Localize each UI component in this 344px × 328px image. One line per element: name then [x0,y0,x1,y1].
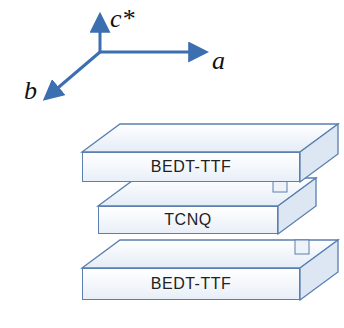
layer-name: BEDT-TTF [151,158,231,176]
layer-name: TCNQ [164,211,211,229]
slab-top-face [82,240,338,268]
axis-label: a [212,48,225,74]
layer-slab: BEDT-TTF [82,152,300,182]
axis-label: c* [110,6,135,32]
c-axis-arrow [99,16,102,52]
slab-top-face [82,124,338,152]
a-axis-arrow [100,51,205,54]
slab-depth [98,178,316,234]
spacer-block [295,240,309,254]
layer-name: BEDT-TTF [151,275,231,293]
slab-faces [82,124,338,300]
layer-slab: TCNQ [98,206,278,234]
b-axis-arrow [46,52,100,98]
layer-slab: BEDT-TTF [82,268,300,300]
slab-depth [82,124,338,182]
axis-label: b [24,78,37,104]
slab-depth [82,240,338,300]
slab-side-face [300,124,338,182]
